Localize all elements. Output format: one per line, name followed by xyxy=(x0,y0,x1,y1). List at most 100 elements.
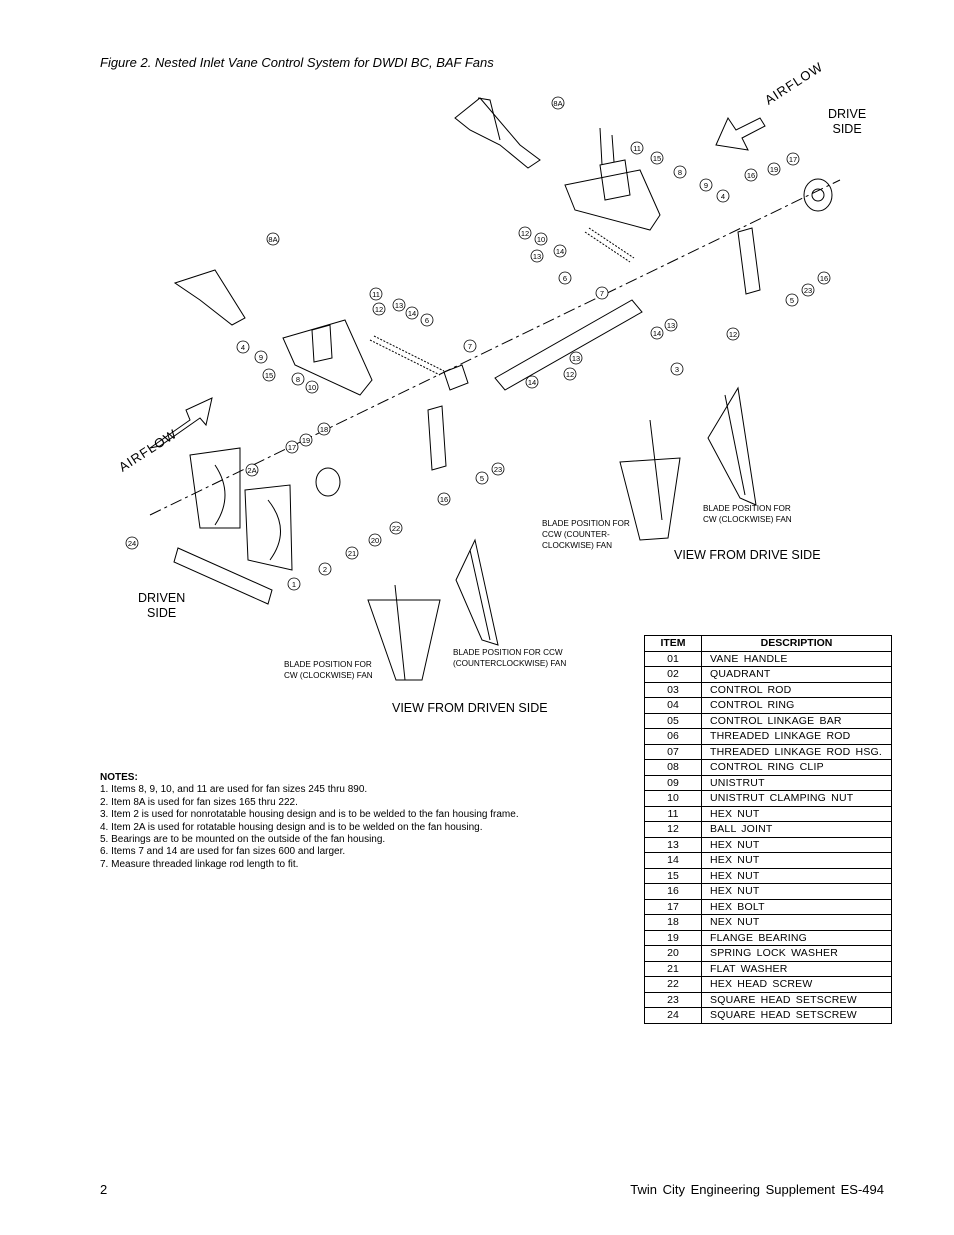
svg-text:23: 23 xyxy=(804,286,812,295)
table-header-row: ITEM DESCRIPTION xyxy=(644,635,892,652)
item-description-cell: HEX NUT xyxy=(701,836,892,853)
item-description-cell: NEX NUT xyxy=(701,914,892,931)
flange-bearing-left xyxy=(315,467,341,497)
svg-text:12: 12 xyxy=(566,370,574,379)
note-item: 5. Bearings are to be mounted on the out… xyxy=(100,834,386,846)
item-description-cell: UNISTRUT CLAMPING NUT xyxy=(701,790,892,807)
svg-text:11: 11 xyxy=(372,290,380,299)
item-description-cell: THREADED LINKAGE ROD HSG. xyxy=(701,743,892,760)
blade-cw-driven-label: BLADE POSITION FOR CW (CLOCKWISE) FAN xyxy=(284,660,373,680)
blade-cw-drive xyxy=(707,386,757,506)
svg-text:9: 9 xyxy=(259,353,263,362)
column-header-description: DESCRIPTION xyxy=(701,635,892,652)
svg-text:13: 13 xyxy=(572,354,580,363)
svg-text:16: 16 xyxy=(820,274,828,283)
drive-side-label: DRIVE SIDE xyxy=(828,107,867,136)
note-item: 1. Items 8, 9, 10, and 11 are used for f… xyxy=(100,784,368,796)
svg-text:20: 20 xyxy=(371,536,379,545)
note-item: 2. Item 8A is used for fan sizes 165 thr… xyxy=(100,796,298,808)
svg-text:16: 16 xyxy=(440,495,448,504)
svg-text:14: 14 xyxy=(653,329,661,338)
quadrant-2a xyxy=(189,447,241,529)
blade-ccw-drive-label: BLADE POSITION FOR CCW (COUNTER- CLOCKWI… xyxy=(542,519,630,550)
svg-text:24: 24 xyxy=(128,539,136,548)
item-description-cell: HEX NUT xyxy=(701,805,892,822)
svg-text:8: 8 xyxy=(296,375,300,384)
svg-text:4: 4 xyxy=(721,192,725,201)
airflow-arrow-top xyxy=(715,116,766,151)
note-item: 3. Item 2 is used for nonrotatable housi… xyxy=(100,809,519,821)
svg-text:13: 13 xyxy=(667,321,675,330)
control-rod xyxy=(494,299,643,391)
blade-ccw-driven xyxy=(455,538,499,646)
note-item: 6. Items 7 and 14 are used for fan sizes… xyxy=(100,846,346,858)
item-description-cell: UNISTRUT xyxy=(701,774,892,791)
note-item: 4. Item 2A is used for rotatable housing… xyxy=(100,821,483,833)
page-number: 2 xyxy=(100,1182,108,1197)
svg-text:13: 13 xyxy=(533,252,541,261)
item-balloons: 8A 11 15 8 9 4 16 19 17 12 10 13 14 6 7 … xyxy=(125,96,831,591)
airflow-arrow-left xyxy=(149,397,213,449)
driven-side-label: DRIVEN SIDE xyxy=(138,591,186,620)
svg-text:22: 22 xyxy=(392,524,400,533)
item-description-cell: FLAT WASHER xyxy=(701,960,892,977)
svg-text:14: 14 xyxy=(556,247,564,256)
svg-text:19: 19 xyxy=(770,165,778,174)
item-number-cell: 02 xyxy=(644,666,702,683)
view-from-drive-side-label: VIEW FROM DRIVE SIDE xyxy=(674,548,821,562)
svg-text:12: 12 xyxy=(729,330,737,339)
item-number-cell: 08 xyxy=(644,759,702,776)
svg-text:4: 4 xyxy=(241,343,245,352)
flange-bearing-top xyxy=(803,178,833,212)
svg-text:17: 17 xyxy=(288,443,296,452)
svg-text:23: 23 xyxy=(494,465,502,474)
svg-text:12: 12 xyxy=(521,229,529,238)
blade-cw-driven xyxy=(367,599,441,681)
item-number-cell: 05 xyxy=(644,712,702,729)
item-number-cell: 22 xyxy=(644,976,702,993)
note-item: 7. Measure threaded linkage rod length t… xyxy=(100,858,299,870)
item-number-cell: 24 xyxy=(644,1007,702,1024)
blade-cw-drive-label: BLADE POSITION FOR CW (CLOCKWISE) FAN xyxy=(703,504,792,524)
svg-text:15: 15 xyxy=(265,371,273,380)
unistrut-top xyxy=(564,169,661,231)
svg-text:9: 9 xyxy=(704,181,708,190)
svg-text:13: 13 xyxy=(395,301,403,310)
notes-heading: NOTES: xyxy=(100,772,138,783)
unistrut-left xyxy=(282,319,373,396)
item-description-cell: VANE HANDLE xyxy=(701,650,892,667)
item-number-cell: 18 xyxy=(644,914,702,931)
view-from-driven-side-label: VIEW FROM DRIVEN SIDE xyxy=(392,701,548,715)
svg-text:2A: 2A xyxy=(247,466,256,475)
item-description-cell: HEX BOLT xyxy=(701,898,892,915)
exploded-assembly-diagram: 8A 11 15 8 9 4 16 19 17 12 10 13 14 6 7 … xyxy=(125,96,841,681)
svg-text:12: 12 xyxy=(375,305,383,314)
item-description-cell: CONTROL LINKAGE BAR xyxy=(701,712,892,729)
svg-text:14: 14 xyxy=(528,378,536,387)
item-number-cell: 03 xyxy=(644,681,702,698)
svg-text:5: 5 xyxy=(480,474,484,483)
item-number-cell: 23 xyxy=(644,991,702,1008)
blade-ccw-drive xyxy=(619,457,681,541)
item-description-cell: CONTROL ROD xyxy=(701,681,892,698)
item-description-cell: HEX NUT xyxy=(701,852,892,869)
